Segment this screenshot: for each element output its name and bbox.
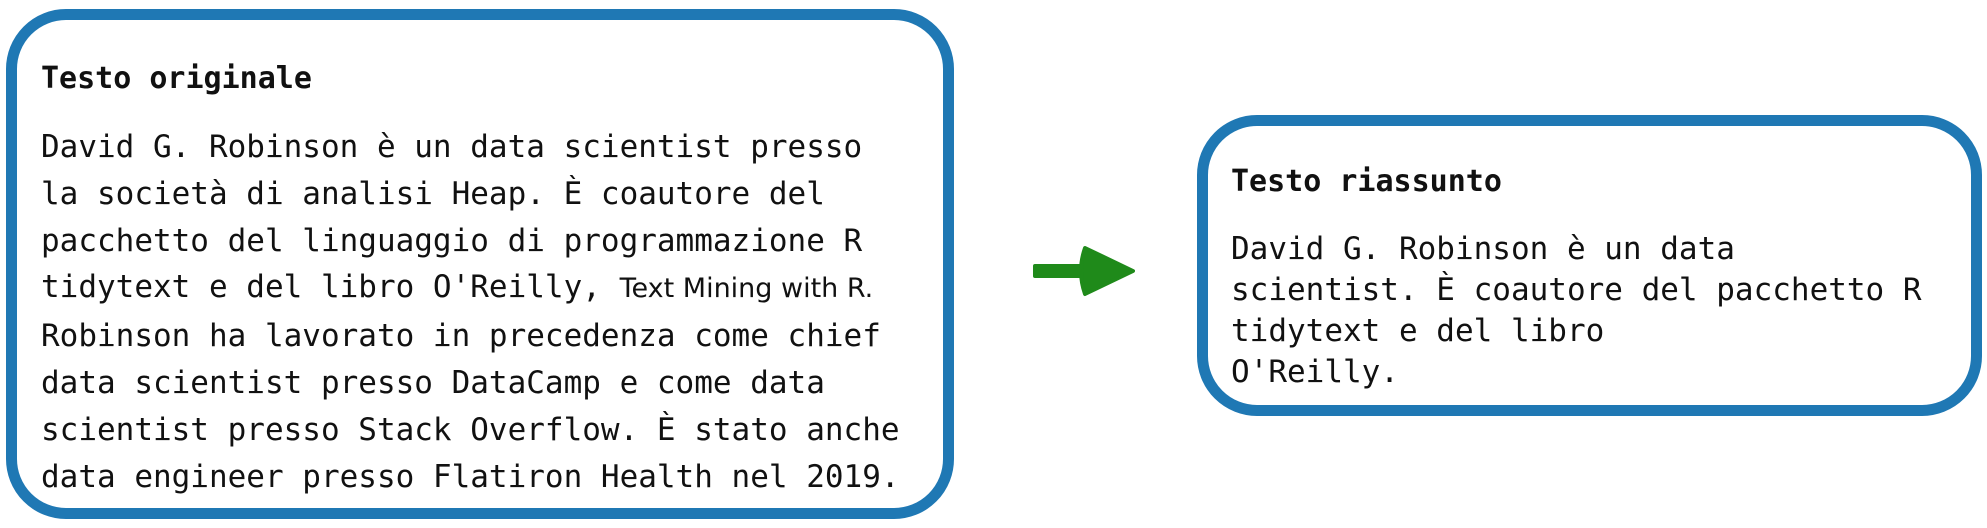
- original-text-line: pacchetto del linguaggio di programmazio…: [41, 222, 863, 259]
- original-text-line: scientist presso Stack Overflow. È stato…: [41, 411, 900, 448]
- original-text-line: data scientist presso DataCamp e come da…: [41, 364, 825, 401]
- summary-text-line: David G. Robinson è un data: [1231, 231, 1735, 267]
- summary-text-title: Testo riassunto: [1231, 164, 1502, 199]
- summary-text-body: David G. Robinson è un data scientist. È…: [1231, 229, 1922, 393]
- original-text-line: tidytext e del libro O'Reilly, Text Mini…: [41, 269, 874, 306]
- summary-text-line: scientist. È coautore del pacchetto R: [1231, 272, 1922, 308]
- original-text-box: Testo originale David G. Robinson è un d…: [6, 9, 954, 519]
- summary-text-box: Testo riassunto David G. Robinson è un d…: [1197, 115, 1982, 416]
- arrow-shaft: [1033, 264, 1091, 278]
- summary-text-line: O'Reilly.: [1231, 354, 1399, 390]
- original-text-line: Robinson ha lavorato in precedenza come …: [41, 318, 881, 355]
- original-text-body: David G. Robinson è un data scientist pr…: [41, 124, 900, 500]
- summary-text-line: tidytext e del libro: [1231, 313, 1605, 349]
- original-text-line: la società di analisi Heap. È coautore d…: [41, 175, 825, 212]
- right-arrow-icon: [1033, 246, 1135, 296]
- original-text-title: Testo originale: [41, 61, 312, 96]
- original-text-line: David G. Robinson è un data scientist pr…: [41, 129, 863, 165]
- original-text-line: data engineer presso Flatiron Health nel…: [41, 458, 900, 495]
- arrow-head: [1079, 246, 1135, 296]
- book-title: Text Mining with R.: [619, 273, 874, 305]
